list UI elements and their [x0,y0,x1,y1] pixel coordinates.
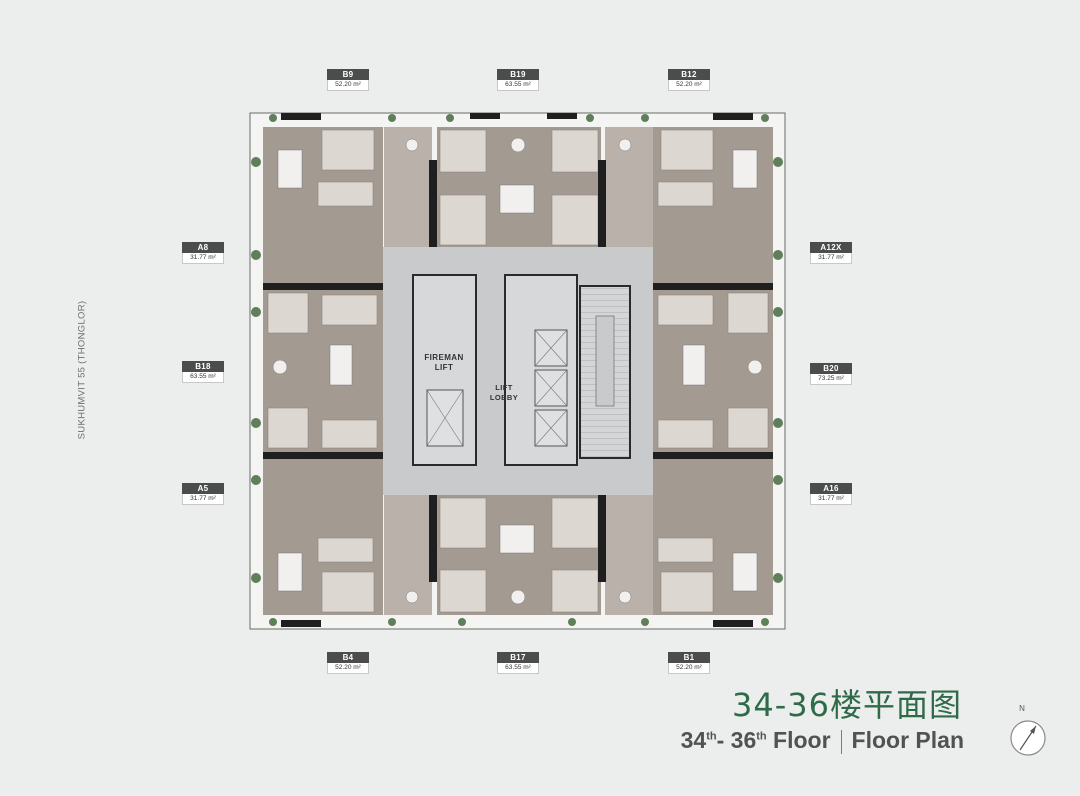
unit-code: A5 [182,483,224,494]
fireman-lift-label: FIREMAN LIFT [424,353,464,372]
unit-tag-b20[interactable]: B20 73.25 m² [810,363,852,385]
unit-tag-b12[interactable]: B12 52.20 m² [668,69,710,91]
page-title-chinese: 34-36楼平面图 [732,686,962,724]
unit-code: B17 [497,652,539,663]
unit-code: A16 [810,483,852,494]
unit-code: B12 [668,69,710,80]
lift-lobby-label: LIFT LOBBY [489,383,519,402]
unit-code: A12X [810,242,852,253]
unit-code: B19 [497,69,539,80]
unit-area: 73.25 m² [810,374,852,385]
unit-area: 52.20 m² [668,80,710,91]
compass: N [1005,704,1051,754]
unit-tag-b1[interactable]: B1 52.20 m² [668,652,710,674]
unit-code: B9 [327,69,369,80]
unit-tag-a16[interactable]: A16 31.77 m² [810,483,852,505]
unit-tag-b17[interactable]: B17 63.55 m² [497,652,539,674]
structural-walls [263,113,773,627]
unit-area: 63.55 m² [182,372,224,383]
unit-code: A8 [182,242,224,253]
unit-area: 63.55 m² [497,663,539,674]
title-divider [840,729,842,754]
unit-area: 52.20 m² [327,663,369,674]
unit-code: B18 [182,361,224,372]
compass-rose [1010,720,1046,756]
unit-tag-b19[interactable]: B19 63.55 m² [497,69,539,91]
interior-rooms [267,129,769,613]
unit-code: B1 [668,652,710,663]
unit-code: B4 [327,652,369,663]
unit-tag-b4[interactable]: B4 52.20 m² [327,652,369,674]
planters [251,114,783,626]
unit-area: 31.77 m² [182,253,224,264]
unit-area: 31.77 m² [810,253,852,264]
unit-tag-b18[interactable]: B18 63.55 m² [182,361,224,383]
unit-tag-a8[interactable]: A8 31.77 m² [182,242,224,264]
unit-area: 63.55 m² [497,80,539,91]
north-label: N [1019,704,1025,713]
unit-area: 52.20 m² [327,80,369,91]
unit-tag-b9[interactable]: B9 52.20 m² [327,69,369,91]
unit-area: 52.20 m² [668,663,710,674]
unit-tag-a5[interactable]: A5 31.77 m² [182,483,224,505]
furniture [272,137,763,605]
unit-area: 31.77 m² [182,494,224,505]
unit-tag-a12x[interactable]: A12X 31.77 m² [810,242,852,264]
unit-area: 31.77 m² [810,494,852,505]
unit-code: B20 [810,363,852,374]
